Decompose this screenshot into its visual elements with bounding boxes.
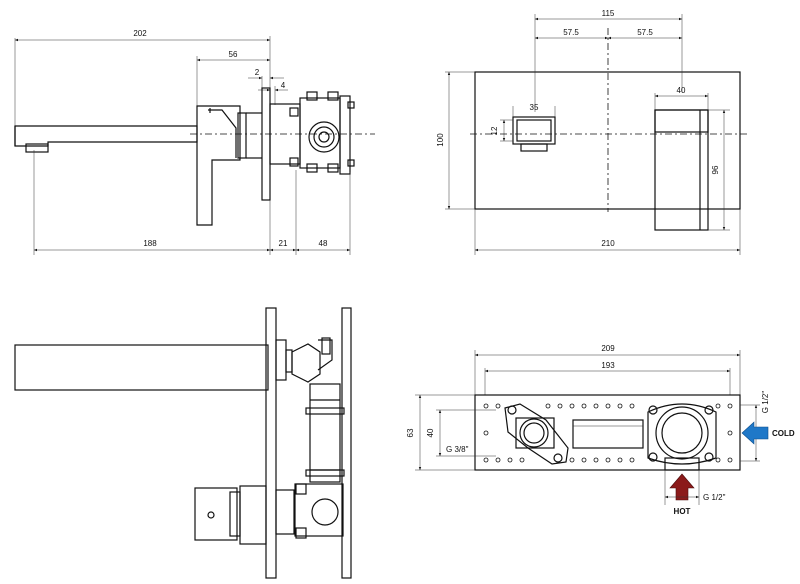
side-view: 202 56 2 4 (14, 29, 375, 255)
dim-front-half-left: 57.5 (563, 28, 579, 37)
dim-side-gap: 2 (255, 68, 260, 77)
dim-side-spout: 188 (143, 239, 157, 248)
dim-front-spacing: 115 (602, 9, 615, 18)
dim-side-spout-body: 56 (229, 50, 238, 59)
label-g-three-eighths: G 3/8" (446, 445, 469, 454)
dim-side-plate: 4 (281, 81, 286, 90)
dim-box-inner: 40 (426, 428, 435, 437)
label-g-half-right: G 1/2" (761, 391, 770, 414)
label-g-half-bottom: G 1/2" (703, 493, 726, 502)
mounting-holes (483, 403, 733, 463)
dim-front-plate-height: 100 (436, 133, 445, 147)
dim-box-holes: 193 (601, 361, 615, 370)
side-section-view (14, 307, 352, 579)
dim-front-spout-width: 35 (530, 103, 539, 112)
cold-arrow-icon (741, 421, 769, 445)
front-view: 115 57.5 57.5 100 35 12 40 (436, 9, 748, 255)
dim-front-plate-width: 210 (601, 239, 615, 248)
box-top-view: 209 193 63 40 (406, 344, 795, 516)
label-hot: HOT (674, 507, 691, 516)
dim-side-wall: 21 (279, 239, 288, 248)
dim-side-total: 202 (133, 29, 147, 38)
dim-box-total: 209 (601, 344, 615, 353)
dim-front-handle-height: 96 (711, 165, 720, 174)
dim-front-half-right: 57.5 (637, 28, 653, 37)
dim-side-box: 48 (319, 239, 328, 248)
dim-front-spout-height: 12 (490, 126, 499, 135)
dim-box-height: 63 (406, 428, 415, 437)
dim-front-handle-width: 40 (677, 86, 686, 95)
hot-arrow-icon (669, 473, 695, 501)
label-cold: COLD (772, 429, 795, 438)
